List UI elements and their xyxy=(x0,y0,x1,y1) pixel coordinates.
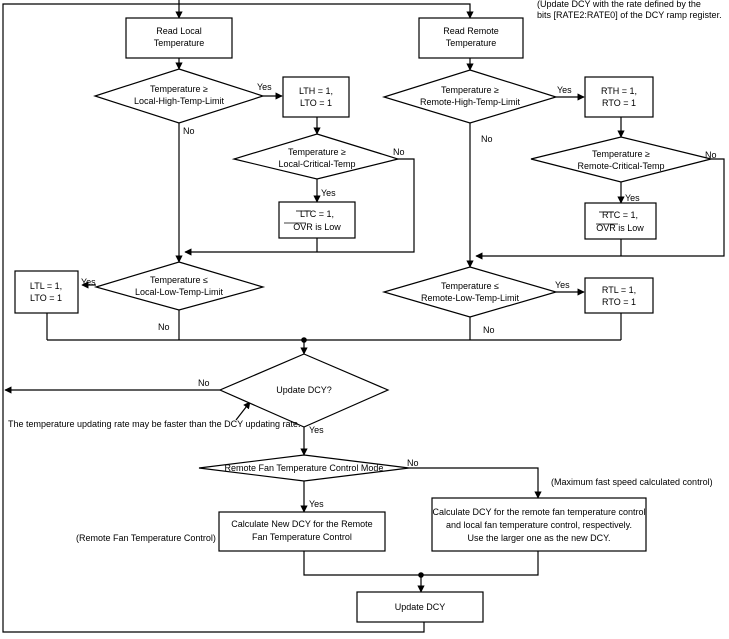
calc-max-label: Calculate DCY for the remote fan tempera… xyxy=(433,507,646,543)
update-yes-label: Yes xyxy=(309,425,324,435)
local-crit-label: Temperature ≥Local-Critical-Temp xyxy=(278,147,355,169)
local-high-label: Temperature ≥Local-High-Temp-Limit xyxy=(134,84,225,106)
mode-yes-label: Yes xyxy=(309,499,324,509)
local-low-no-label: No xyxy=(158,322,170,332)
top-note: (Update DCY with the rate defined by the… xyxy=(537,0,722,20)
max-speed-note: (Maximum fast speed calculated control) xyxy=(551,477,713,487)
remote-high-yes-label: Yes xyxy=(557,85,572,95)
remote-crit-decision xyxy=(530,136,712,183)
update-dcy-label: Update DCY xyxy=(395,602,446,612)
rtl-label: RTL = 1,RTO = 1 xyxy=(602,285,636,307)
entry-to-read-remote xyxy=(179,3,474,19)
rate-note: The temperature updating rate may be fas… xyxy=(8,419,301,429)
calc-max-box xyxy=(431,497,647,552)
branch-labels: Yes No No Yes Yes No Yes No No Yes Yes N… xyxy=(81,82,717,509)
remote-low-no-label: No xyxy=(483,325,495,335)
remote-high-label: Temperature ≥Remote-High-Temp-Limit xyxy=(420,85,521,107)
rate-note-pointer xyxy=(235,401,251,421)
ltc-label: LTC = 1,OVR is Low xyxy=(293,209,341,232)
local-crit-no-label: No xyxy=(393,147,405,157)
local-crit-decision xyxy=(231,133,401,180)
remote-high-decision xyxy=(381,69,559,124)
calc-remote-down xyxy=(303,551,421,576)
loop-back-line xyxy=(2,3,425,633)
update-no-label: No xyxy=(198,378,210,388)
remote-low-decision xyxy=(381,266,559,318)
remote-crit-yes-label: Yes xyxy=(625,193,640,203)
mode-no xyxy=(409,467,542,499)
local-crit-yes-label: Yes xyxy=(321,188,336,198)
calc-max-down xyxy=(421,551,539,576)
rtl-box xyxy=(584,277,654,314)
mode-label: Remote Fan Temperature Control Mode xyxy=(225,463,384,473)
remote-crit-no-label: No xyxy=(705,150,717,160)
remote-crit-label: Temperature ≥Remote-Critical-Temp xyxy=(577,149,664,171)
mode-decision xyxy=(198,454,410,482)
nodes xyxy=(14,17,712,623)
update-dcy-question: Update DCY? xyxy=(276,385,332,395)
mode-no-label: No xyxy=(407,458,419,468)
remote-high-no-label: No xyxy=(481,134,493,144)
local-low-decision xyxy=(93,261,266,311)
local-high-no-label: No xyxy=(183,126,195,136)
rtc-box xyxy=(584,202,657,240)
rth-box xyxy=(584,76,654,118)
remote-control-note: (Remote Fan Temperature Control) xyxy=(76,533,216,543)
local-high-yes-label: Yes xyxy=(257,82,272,92)
local-high-decision xyxy=(93,68,265,124)
rth-label: RTH = 1,RTO = 1 xyxy=(601,86,637,108)
local-crit-no xyxy=(184,158,415,256)
remote-low-yes-label: Yes xyxy=(555,280,570,290)
calc-remote-box xyxy=(218,511,386,552)
remote-low-label: Temperature ≤Remote-Low-Temp-Limit xyxy=(421,281,520,303)
ltl-label: LTL = 1,LTO = 1 xyxy=(30,281,62,303)
notes: (Update DCY with the rate defined by the… xyxy=(8,0,722,543)
read-local-box xyxy=(125,17,233,59)
ltl-box xyxy=(14,270,79,314)
remote-crit-no xyxy=(475,158,725,260)
overline-marks xyxy=(284,210,618,225)
read-remote-box xyxy=(418,17,524,59)
rtc-label: RTC = 1,OVR is Low xyxy=(596,210,644,233)
lth-box xyxy=(282,76,350,118)
local-low-label: Temperature ≤Local-Low-Temp-Limit xyxy=(135,275,224,297)
lth-label: LTH = 1,LTO = 1 xyxy=(299,86,333,108)
ltc-box xyxy=(278,201,356,239)
update-dcy-decision xyxy=(218,353,390,428)
update-dcy-box xyxy=(356,591,484,623)
local-low-yes-label: Yes xyxy=(81,277,96,287)
